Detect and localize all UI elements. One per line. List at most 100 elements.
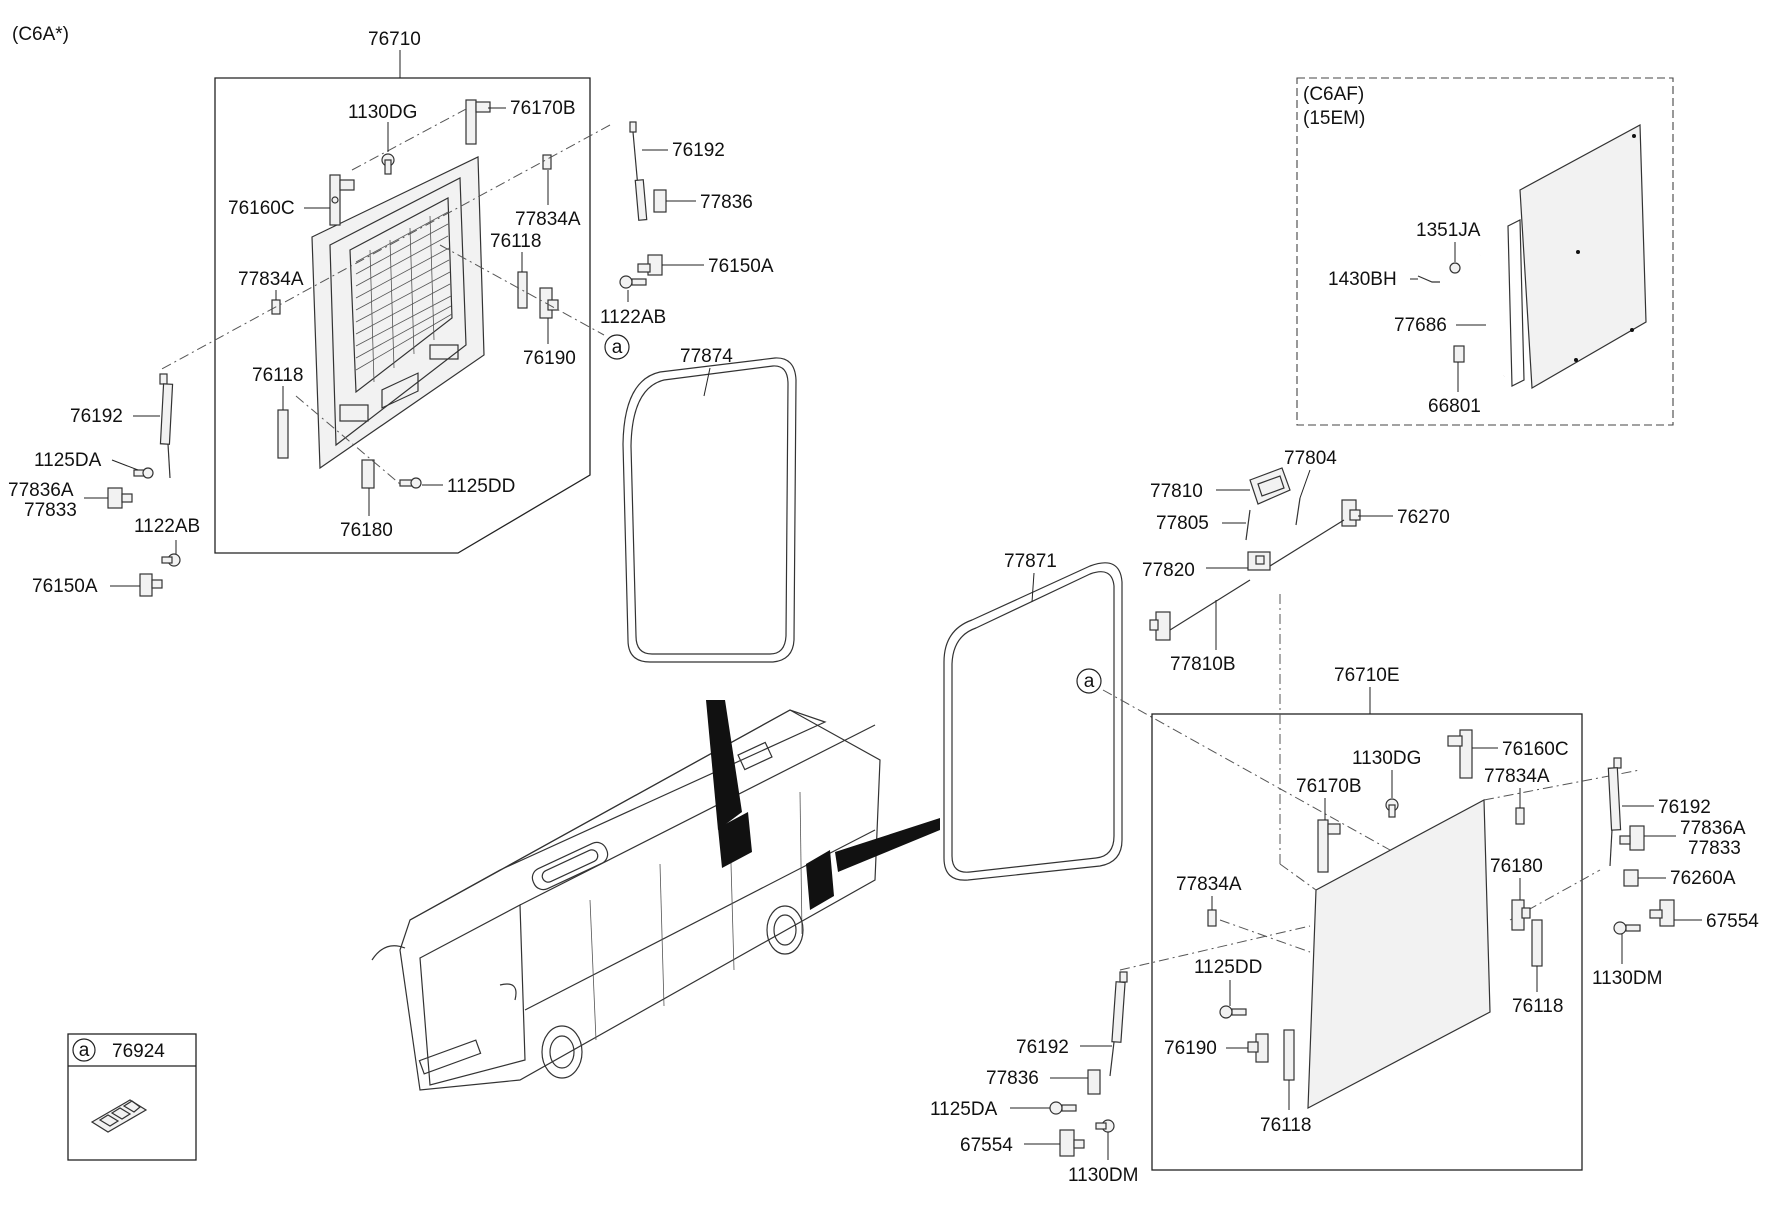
bracket-76150A-tr[interactable] <box>637 254 663 276</box>
label-76170B-bottom[interactable]: 76170B <box>1296 776 1362 797</box>
gas-strut-76192-br[interactable] <box>1607 757 1622 867</box>
bolt-1130DG-top[interactable] <box>381 153 395 175</box>
label-66801[interactable]: 66801 <box>1428 396 1481 417</box>
label-1122AB-tr[interactable]: 1122AB <box>600 307 666 328</box>
bolt-1125DA-b[interactable] <box>1049 1101 1077 1115</box>
hinge-76180-bottom[interactable] <box>1511 899 1531 931</box>
bracket-77836A-l[interactable] <box>107 487 133 509</box>
label-76180-top[interactable]: 76180 <box>340 520 393 541</box>
label-77836-tr[interactable]: 77836 <box>700 192 753 213</box>
label-77836A-br[interactable]: 77836A <box>1680 818 1746 839</box>
bolt-1130DM-b[interactable] <box>1095 1119 1115 1133</box>
label-77810B[interactable]: 77810B <box>1170 654 1236 675</box>
label-67554-r[interactable]: 67554 <box>1706 911 1759 932</box>
label-76118-tm[interactable]: 76118 <box>490 231 541 252</box>
block-76260A[interactable] <box>1623 869 1639 887</box>
label-76192-br[interactable]: 76192 <box>1658 797 1711 818</box>
inset-variant-label[interactable]: (C6AF) <box>1303 84 1364 105</box>
label-76192-l[interactable]: 76192 <box>70 406 123 427</box>
label-76260A[interactable]: 76260A <box>1670 868 1736 889</box>
hinge-76118-bb[interactable] <box>1283 1029 1295 1081</box>
label-77871[interactable]: 77871 <box>1004 551 1057 572</box>
label-77834A-br[interactable]: 77834A <box>1484 766 1550 787</box>
label-sticker-76924[interactable] <box>90 1099 148 1133</box>
latch-76270[interactable] <box>1341 499 1361 527</box>
bolt-1130DM-r[interactable] <box>1613 921 1641 935</box>
label-76150A-l[interactable]: 76150A <box>32 576 98 597</box>
label-1125DD-top[interactable]: 1125DD <box>447 476 515 497</box>
bracket-67554-r[interactable] <box>1649 899 1675 927</box>
label-67554-b[interactable]: 67554 <box>960 1135 1013 1156</box>
clip-66801[interactable] <box>1453 345 1465 363</box>
label-76118-bb[interactable]: 76118 <box>1260 1115 1311 1136</box>
label-1130DG-top[interactable]: 1130DG <box>348 102 417 123</box>
inset-panel[interactable] <box>1507 124 1647 390</box>
bolt-1122AB-l[interactable] <box>161 553 181 567</box>
gas-strut-76192-bl[interactable] <box>1109 971 1128 1077</box>
label-76118-tl[interactable]: 76118 <box>252 365 303 386</box>
label-77836A-l[interactable]: 77836A <box>8 480 74 501</box>
label-76192-tr[interactable]: 76192 <box>672 140 725 161</box>
grommet-1351JA[interactable] <box>1449 262 1461 274</box>
label-76118-br[interactable]: 76118 <box>1512 996 1563 1017</box>
label-1130DG-bottom[interactable]: 1130DG <box>1352 748 1421 769</box>
bracket-77834A-bl[interactable] <box>1207 909 1217 927</box>
label-1130DM-b[interactable]: 1130DM <box>1068 1165 1138 1186</box>
label-77836-b[interactable]: 77836 <box>986 1068 1039 1089</box>
label-76180-bottom[interactable]: 76180 <box>1490 856 1543 877</box>
seal-77874[interactable] <box>622 357 797 663</box>
lock-77820[interactable] <box>1247 551 1271 571</box>
label-77810[interactable]: 77810 <box>1150 481 1203 502</box>
label-77804[interactable]: 77804 <box>1284 448 1337 469</box>
hinge-76118-br[interactable] <box>1531 919 1543 967</box>
label-77834A-tl[interactable]: 77834A <box>238 269 304 290</box>
bracket-67554-b[interactable] <box>1059 1129 1085 1157</box>
hinge-76160C-top[interactable] <box>329 174 355 226</box>
clip-1430BH[interactable] <box>1417 275 1440 283</box>
label-76190-top[interactable]: 76190 <box>523 348 576 369</box>
label-1125DA-l[interactable]: 1125DA <box>34 450 102 471</box>
label-76160C-bottom[interactable]: 76160C <box>1502 739 1569 760</box>
bracket-77836-tr[interactable] <box>653 189 667 213</box>
hinge-76160C-bottom[interactable] <box>1447 729 1473 779</box>
reference-marker-a-top[interactable]: a <box>604 334 630 360</box>
hinge-76180-top[interactable] <box>361 459 375 489</box>
legend-part-76924[interactable]: 76924 <box>112 1041 165 1062</box>
bolt-1125DD-bottom[interactable] <box>1219 1005 1247 1019</box>
label-77805[interactable]: 77805 <box>1156 513 1209 534</box>
inset-engine-label[interactable]: (15EM) <box>1303 108 1365 129</box>
label-76190-bottom[interactable]: 76190 <box>1164 1038 1217 1059</box>
bolt-1125DD-top[interactable] <box>399 477 422 489</box>
label-77834A-tr[interactable]: 77834A <box>515 209 581 230</box>
rod-77805[interactable] <box>1245 509 1251 541</box>
label-76170B-top[interactable]: 76170B <box>510 98 576 119</box>
label-76160C-top[interactable]: 76160C <box>228 198 295 219</box>
hinge-76170B-top[interactable] <box>465 99 491 145</box>
label-76192-bl[interactable]: 76192 <box>1016 1037 1069 1058</box>
label-77820[interactable]: 77820 <box>1142 560 1195 581</box>
bolt-1125DA-l[interactable] <box>133 467 154 479</box>
reference-marker-a-mid[interactable]: a <box>1076 668 1102 694</box>
tube-77686[interactable] <box>1479 253 1505 381</box>
label-1125DA-b[interactable]: 1125DA <box>930 1099 998 1120</box>
rod-77804[interactable] <box>1295 497 1301 526</box>
hinge-76170B-bottom[interactable] <box>1317 819 1341 873</box>
gas-strut-76192-tr[interactable] <box>629 121 648 221</box>
label-1351JA[interactable]: 1351JA <box>1416 220 1481 241</box>
handle-77810[interactable] <box>1249 467 1291 505</box>
bracket-77834A-br[interactable] <box>1515 807 1525 825</box>
label-77874[interactable]: 77874 <box>680 346 733 367</box>
bracket-77836-b[interactable] <box>1087 1069 1101 1095</box>
bracket-77836A-br[interactable] <box>1619 825 1645 851</box>
top-door-panel[interactable] <box>311 156 485 470</box>
label-77833-br[interactable]: 77833 <box>1688 838 1741 859</box>
label-1130DM-r[interactable]: 1130DM <box>1592 968 1662 989</box>
label-77834A-bl[interactable]: 77834A <box>1176 874 1242 895</box>
bracket-77834A-tr[interactable] <box>542 154 552 170</box>
hinge-76118-top[interactable] <box>517 271 528 309</box>
label-76270[interactable]: 76270 <box>1397 507 1450 528</box>
bolt-1122AB-tr[interactable] <box>619 275 647 289</box>
assembly-label-76710[interactable]: 76710 <box>368 29 421 50</box>
label-77686[interactable]: 77686 <box>1394 315 1447 336</box>
bolt-1130DG-bottom[interactable] <box>1385 798 1399 818</box>
